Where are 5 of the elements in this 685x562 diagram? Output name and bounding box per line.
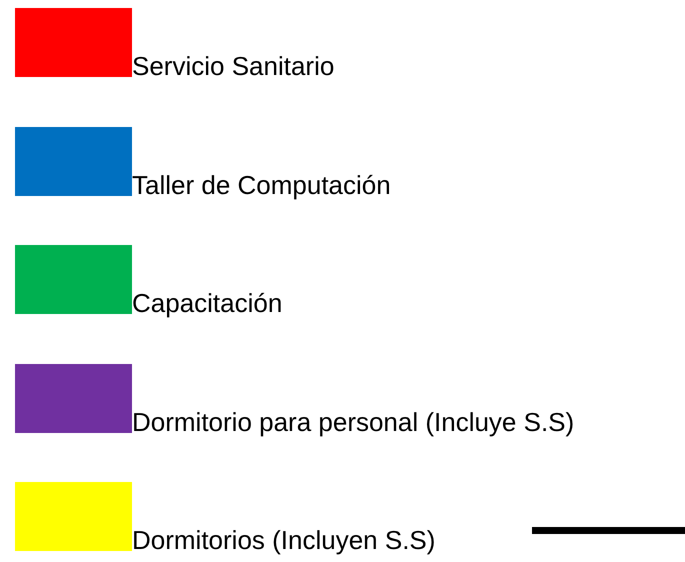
legend-label: Servicio Sanitario [132,51,334,81]
legend-label: Capacitación [132,288,282,318]
legend-label: Dormitorio para personal (Incluye S.S) [132,406,574,436]
legend-label: Taller de Computación [132,170,391,200]
legend-label: Dormitorios (Incluyen S.S) [132,525,436,555]
